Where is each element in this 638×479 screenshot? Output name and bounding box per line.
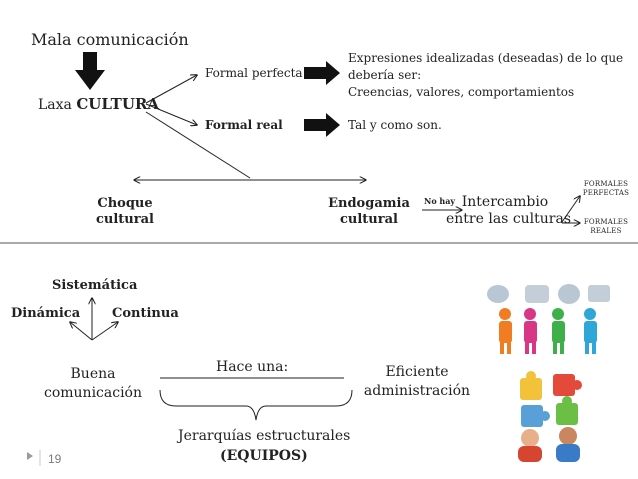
page-number: 19 — [48, 452, 62, 466]
equipos-label: (EQUIPOS) — [220, 448, 308, 464]
arrow-to-formal-real — [145, 103, 197, 125]
sistematica-label: Sistemática — [52, 278, 138, 293]
laxa-label: Laxa — [38, 97, 72, 113]
curly-brace — [159, 389, 353, 421]
formales-reales-label: FORMALES REALES — [580, 218, 632, 236]
mala-comunicacion-title: Mala comunicación — [31, 30, 189, 49]
cultura-label: CULTURA — [76, 95, 160, 113]
page-marker-triangle — [27, 452, 33, 460]
thick-arrow-perfecta — [304, 61, 340, 85]
no-hay-label: No hay — [424, 196, 456, 206]
choque-line-1: Choque — [97, 196, 153, 211]
eficiente-line-1: Eficiente — [385, 364, 449, 380]
expresiones-text: Expresiones idealizadas (deseadas) de lo… — [348, 51, 623, 100]
intercambio-line-1: Intercambio — [461, 194, 549, 210]
people-communication-illustration — [487, 284, 610, 354]
eficiente-administracion-label: Eficiente administración — [362, 363, 472, 401]
formales-reales-line-1: FORMALES — [583, 218, 629, 226]
formales-perfectas-line-2: PERFECTAS — [582, 189, 630, 197]
jerarquias-label: Jerarquías estructurales — [178, 428, 351, 444]
thick-arrow-real — [304, 113, 340, 137]
continua-label: Continua — [112, 306, 179, 321]
intercambio-line-2: entre las culturas — [446, 211, 572, 227]
buena-line-1: Buena — [70, 366, 116, 382]
arrow-to-dinamica — [70, 322, 93, 341]
expresiones-line-1: Expresiones idealizadas (deseadas) de lo… — [348, 51, 624, 65]
arrow-to-formales-perfectas — [561, 196, 580, 223]
tal-y-como-label: Tal y como son. — [348, 118, 442, 132]
buena-line-2: comunicación — [43, 385, 142, 401]
eficiente-line-2: administración — [363, 383, 471, 399]
intercambio-label: Intercambio entre las culturas — [446, 194, 572, 228]
formal-real-label: Formal real — [205, 118, 283, 132]
endogamia-line-1: Endogamia — [328, 196, 410, 211]
endogamia-cultural-label: Endogamia cultural — [325, 196, 413, 228]
cultura-diagonal — [145, 111, 251, 179]
formales-perfectas-label: FORMALES PERFECTAS — [580, 180, 632, 198]
formal-perfecta-label: Formal perfecta — [205, 66, 303, 80]
formales-perfectas-line-1: FORMALES — [583, 180, 629, 188]
arrow-to-continua — [91, 322, 118, 341]
laxa-cultura-label: Laxa CULTURA — [38, 96, 159, 113]
big-down-arrow — [75, 52, 105, 90]
dinamica-label: Dinámica — [11, 306, 81, 321]
formales-reales-line-2: REALES — [590, 227, 622, 235]
buena-comunicacion-label: Buena comunicación — [40, 365, 146, 403]
puzzle-team-illustration — [518, 371, 582, 462]
hace-una-label: Hace una: — [216, 359, 289, 375]
choque-line-2: cultural — [96, 212, 154, 227]
choque-cultural-label: Choque cultural — [85, 196, 165, 228]
arrow-to-formal-perfecta — [145, 75, 197, 104]
expresiones-line-2: debería ser: — [348, 68, 422, 82]
expresiones-line-3: Creencias, valores, comportamientos — [348, 85, 575, 99]
endogamia-line-2: cultural — [340, 212, 398, 227]
